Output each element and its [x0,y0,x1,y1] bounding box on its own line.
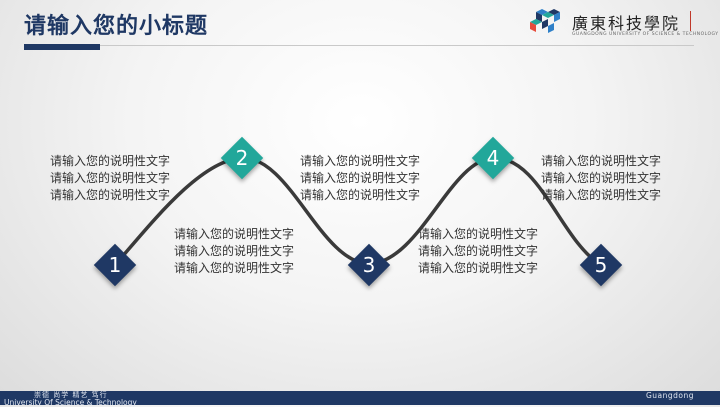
step-2-number: 2 [235,146,249,170]
step-3-line-1: 请输入您的说明性文字 [300,154,421,168]
footer-motto: 崇德 尚学 精艺 笃行 [34,391,108,399]
title-divider [24,45,694,46]
step-2-line-1: 请输入您的说明性文字 [174,227,295,241]
logo-cube-icon [530,9,560,33]
step-4-line-3: 请输入您的说明性文字 [418,261,539,275]
footer-bar: 崇德 尚学 精艺 笃行 University Of Science & Tech… [0,391,720,407]
step-4-description: 请输入您的说明性文字 请输入您的说明性文字 请输入您的说明性文字 [418,226,538,277]
slide-title: 请输入您的小标题 [24,14,209,39]
step-4-line-2: 请输入您的说明性文字 [418,244,539,258]
step-1-line-1: 请输入您的说明性文字 [50,154,171,168]
step-5-line-1: 请输入您的说明性文字 [541,154,662,168]
step-5-description: 请输入您的说明性文字 请输入您的说明性文字 请输入您的说明性文字 [541,153,661,204]
footer-english-name: University Of Science & Technology [4,398,137,407]
logo-subtitle: GUANGDONG UNIVERSITY OF SCIENCE & TECHNO… [572,32,719,37]
university-logo: 廣東科技學院 GUANGDONG UNIVERSITY OF SCIENCE &… [522,8,718,42]
step-4-number: 4 [486,146,500,170]
step-1-line-3: 请输入您的说明性文字 [50,188,171,202]
step-3-line-2: 请输入您的说明性文字 [300,171,421,185]
step-3-description: 请输入您的说明性文字 请输入您的说明性文字 请输入您的说明性文字 [300,153,420,204]
title-accent-bar [24,44,100,50]
step-3-number: 3 [362,253,376,277]
step-5-line-2: 请输入您的说明性文字 [541,171,662,185]
step-1-number: 1 [108,253,122,277]
step-5-line-3: 请输入您的说明性文字 [541,188,662,202]
step-5-number: 5 [594,253,608,277]
step-1-line-2: 请输入您的说明性文字 [50,171,171,185]
step-2-line-3: 请输入您的说明性文字 [174,261,295,275]
step-3-line-3: 请输入您的说明性文字 [300,188,421,202]
step-2-line-2: 请输入您的说明性文字 [174,244,295,258]
step-4-line-1: 请输入您的说明性文字 [418,227,539,241]
step-2-description: 请输入您的说明性文字 请输入您的说明性文字 请输入您的说明性文字 [174,226,294,277]
step-1-description: 请输入您的说明性文字 请输入您的说明性文字 请输入您的说明性文字 [50,153,170,204]
logo-seal [690,11,697,31]
footer-location: Guangdong [645,391,694,400]
logo-name: 廣東科技學院 [572,14,681,33]
